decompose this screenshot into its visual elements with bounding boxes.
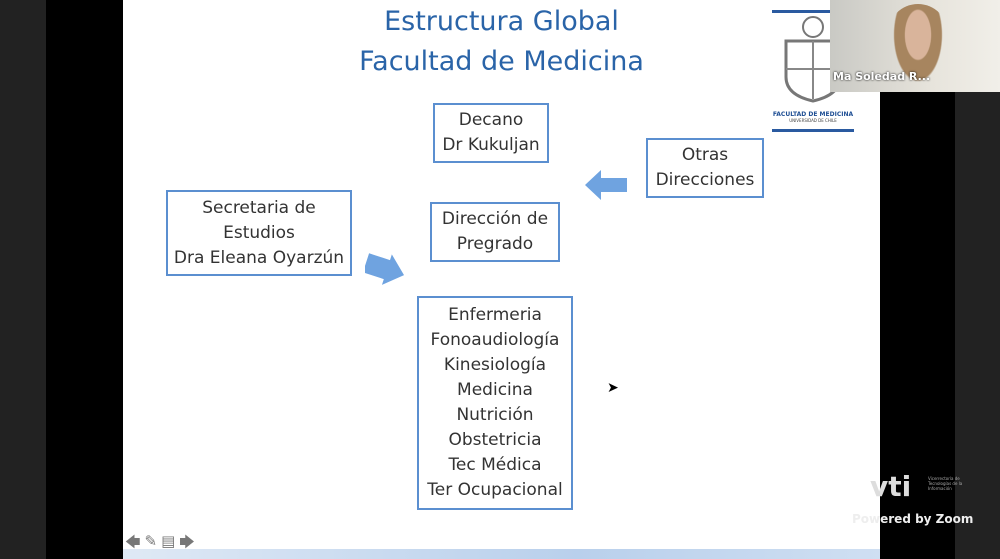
carrera-item: Ter Ocupacional [427,480,563,500]
box-secretaria: Secretaria de Estudios Dra Eleana Oyarzú… [166,190,352,276]
box-text: Dirección de [441,209,549,229]
menu-icon[interactable]: ▤ [161,532,176,550]
box-carreras: Enfermeria Fonoaudiología Kinesiología M… [417,296,573,510]
participant-video [888,4,948,92]
presentation-slide: Estructura Global Facultad de Medicina F… [123,0,880,559]
vti-logo: vti [870,470,912,503]
left-panel [0,0,46,559]
pen-icon[interactable]: ✎ [144,532,158,550]
vti-subtitle: Vicerrectoría de Tecnologías de la Infor… [928,476,963,491]
box-direccion-pregrado: Dirección de Pregrado [430,202,560,262]
carrera-item: Obstetricia [448,430,542,450]
box-text: Pregrado [456,234,534,254]
box-otras-direcciones: Otras Direcciones [646,138,764,198]
box-text: Dr Kukuljan [442,135,540,155]
slide-title-line2: Facultad de Medicina [359,46,644,77]
slide-footer-strip [123,549,880,559]
box-text: Direcciones [655,170,755,190]
carrera-item: Fonoaudiología [430,330,560,350]
carrera-item: Nutrición [456,405,534,425]
participant-video-tile[interactable]: Ma Soledad R... [830,0,1000,92]
slide-nav-toolbar: 🡄 ✎ ▤ 🡆 [125,532,195,557]
box-text: Secretaria de [202,197,316,218]
box-text: Decano [458,110,524,130]
logo-line1: FACULTAD DE MEDICINA [772,111,854,118]
next-slide-icon[interactable]: 🡆 [179,533,195,551]
box-text: Estudios [223,222,295,243]
arrow-right-down-icon [365,253,405,285]
arrow-left-icon [585,170,627,200]
carrera-item: Medicina [457,380,533,400]
slide-title-line1: Estructura Global [384,6,619,37]
powered-by-zoom: Powered by Zoom [852,512,974,526]
participant-name: Ma Soledad R... [833,70,931,83]
carrera-item: Tec Médica [448,455,542,475]
right-panel [955,0,1000,559]
mouse-cursor-icon: ➤ [607,380,619,396]
box-text: Otras [681,145,729,165]
box-text: Dra Eleana Oyarzún [173,247,345,268]
carrera-item: Enfermeria [448,305,542,325]
previous-slide-icon[interactable]: 🡄 [125,533,141,551]
box-decano: Decano Dr Kukuljan [433,103,549,163]
logo-line2: UNIVERSIDAD DE CHILE [789,118,837,123]
carrera-item: Kinesiología [443,355,547,375]
